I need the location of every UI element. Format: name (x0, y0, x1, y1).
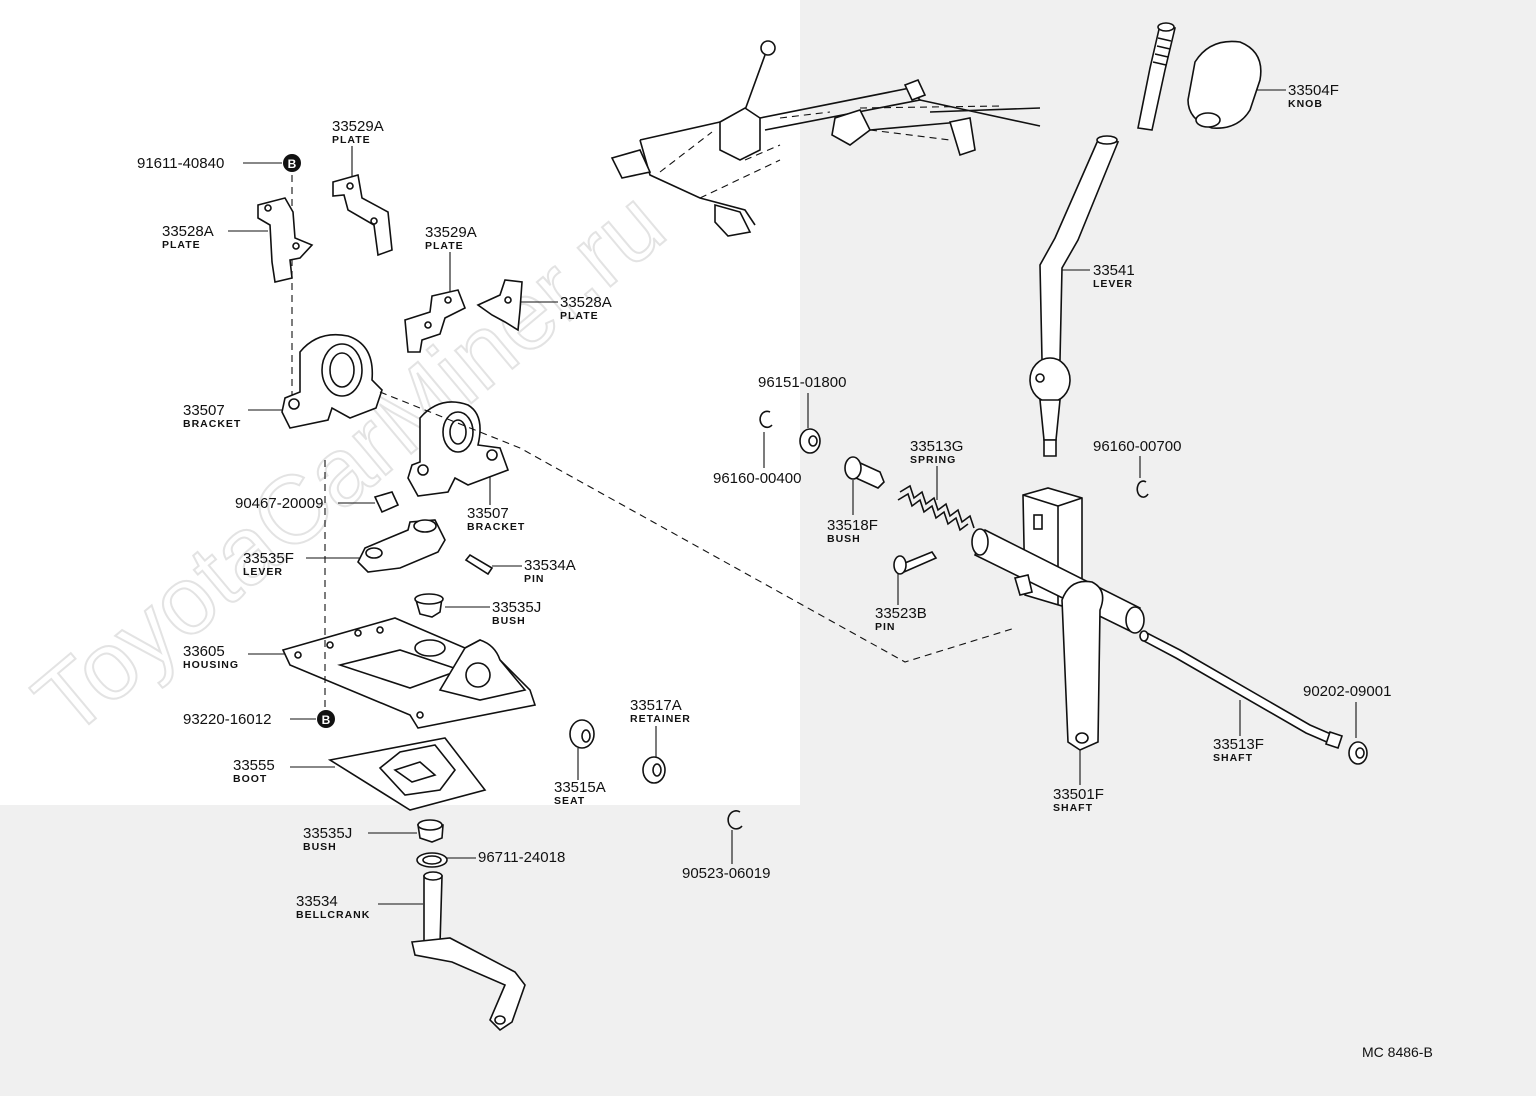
part-name-label: BELLCRANK (296, 909, 370, 921)
part-90202-09001[interactable]: 90202-09001 (1303, 683, 1391, 765)
part-number-label: 33555 (233, 757, 275, 774)
part-33529a-plate-upper[interactable]: 33529A PLATE (332, 118, 393, 257)
part-name-label: SHAFT (1053, 802, 1093, 814)
part-96711-24018[interactable]: 96711-24018 (416, 849, 565, 868)
part-number-label: 33535J (492, 599, 541, 616)
overview-assembly-drawing (610, 40, 1041, 237)
part-name-label: PIN (524, 573, 545, 585)
part-name-label: PLATE (560, 310, 599, 322)
part-number-label: 33534A (524, 557, 576, 574)
part-number-label: 96160-00400 (713, 470, 801, 487)
part-33541-lever[interactable]: 33541 LEVER (1029, 22, 1176, 457)
part-number-label: 91611-40840 (137, 155, 224, 172)
part-name-label: PLATE (425, 240, 464, 252)
part-33605-housing[interactable]: 33605 HOUSING (183, 617, 537, 729)
svg-text:B: B (288, 157, 297, 171)
part-number-label: 33501F (1053, 786, 1104, 803)
part-33517a-retainer[interactable]: 33517A RETAINER (630, 697, 691, 784)
part-number-label: 90467-20009 (235, 495, 323, 512)
part-33555-boot[interactable]: 33555 BOOT (233, 737, 487, 811)
part-96151-01800[interactable]: 96151-01800 (758, 374, 846, 454)
part-number-label: 90202-09001 (1303, 683, 1391, 700)
part-33518f-bush[interactable]: 33518F BUSH (827, 456, 885, 545)
part-name-label: BUSH (827, 533, 861, 545)
part-33515a-seat[interactable]: 33515A SEAT (554, 719, 606, 807)
part-number-label: 33535J (303, 825, 352, 842)
part-33501f-shaft[interactable]: 33501F SHAFT (971, 487, 1145, 814)
part-number-label: 33513F (1213, 736, 1264, 753)
part-number-label: 33528A (162, 223, 214, 240)
part-33535f-lever[interactable]: 33535F LEVER (243, 519, 446, 578)
part-33535j-bush-upper[interactable]: 33535J BUSH (414, 593, 541, 627)
bolt-marker-icon: B (283, 154, 301, 172)
part-name-label: SEAT (554, 795, 585, 807)
part-number-label: 33529A (425, 224, 477, 241)
bolt-marker-icon: B (317, 710, 335, 728)
part-90523-06019[interactable]: 90523-06019 (682, 810, 770, 882)
part-number-label: 33529A (332, 118, 384, 135)
part-name-label: BRACKET (183, 418, 241, 430)
part-name-label: LEVER (243, 566, 283, 578)
part-number-label: 93220-16012 (183, 711, 271, 728)
part-33528a-plate-left[interactable]: 33528A PLATE (162, 197, 314, 283)
part-33523b-pin[interactable]: 33523B PIN (875, 551, 938, 633)
part-33534a-pin[interactable]: 33534A PIN (464, 553, 576, 585)
part-96160-00700[interactable]: 96160-00700 (1093, 438, 1181, 498)
part-33507-bracket-left[interactable]: 33507 BRACKET (183, 333, 383, 430)
part-name-label: HOUSING (183, 659, 239, 671)
part-number-label: 96160-00700 (1093, 438, 1181, 455)
part-name-label: BUSH (492, 615, 526, 627)
part-number-label: 33513G (910, 438, 963, 455)
part-number-label: 33504F (1288, 82, 1339, 99)
part-number-label: 33605 (183, 643, 225, 660)
part-90467-20009[interactable]: 90467-20009 (235, 491, 400, 514)
part-33504f-knob[interactable]: 33504F KNOB (1187, 40, 1339, 129)
part-name-label: KNOB (1288, 98, 1323, 110)
part-91611-40840[interactable]: 91611-40840 B (137, 154, 301, 172)
part-33513f-shaft[interactable]: 33513F SHAFT (1139, 630, 1344, 764)
part-number-label: 33535F (243, 550, 294, 567)
part-number-label: 96711-24018 (478, 849, 565, 866)
part-number-label: 33507 (183, 402, 225, 419)
svg-text:B: B (322, 713, 331, 727)
part-33535j-bush-lower[interactable]: 33535J BUSH (303, 819, 444, 853)
part-33528a-plate-right[interactable]: 33528A PLATE (476, 279, 612, 332)
part-number-label: 33541 (1093, 262, 1135, 279)
diagram-reference-code: MC 8486-B (1362, 1044, 1433, 1060)
part-name-label: BUSH (303, 841, 337, 853)
part-name-label: SPRING (910, 454, 956, 466)
part-number-label: 33518F (827, 517, 878, 534)
part-number-label: 33515A (554, 779, 606, 796)
part-33513g-spring[interactable]: 33513G SPRING (897, 438, 975, 532)
part-name-label: BRACKET (467, 521, 525, 533)
part-33534-bellcrank[interactable]: 33534 BELLCRANK (296, 871, 526, 1032)
part-number-label: 33517A (630, 697, 682, 714)
part-name-label: LEVER (1093, 278, 1133, 290)
part-96160-00400[interactable]: 96160-00400 (713, 410, 801, 487)
part-33529a-plate-middle[interactable]: 33529A PLATE (404, 224, 477, 353)
part-number-label: 90523-06019 (682, 865, 770, 882)
part-number-label: 33523B (875, 605, 927, 622)
part-number-label: 33528A (560, 294, 612, 311)
part-33507-bracket-right[interactable]: 33507 BRACKET (407, 401, 525, 533)
part-number-label: 33507 (467, 505, 509, 522)
part-name-label: BOOT (233, 773, 267, 785)
part-number-label: 33534 (296, 893, 338, 910)
part-name-label: PIN (875, 621, 896, 633)
part-name-label: PLATE (162, 239, 201, 251)
part-name-label: SHAFT (1213, 752, 1253, 764)
part-93220-16012[interactable]: 93220-16012 B (183, 710, 335, 728)
part-name-label: RETAINER (630, 713, 691, 725)
part-name-label: PLATE (332, 134, 371, 146)
part-number-label: 96151-01800 (758, 374, 846, 391)
